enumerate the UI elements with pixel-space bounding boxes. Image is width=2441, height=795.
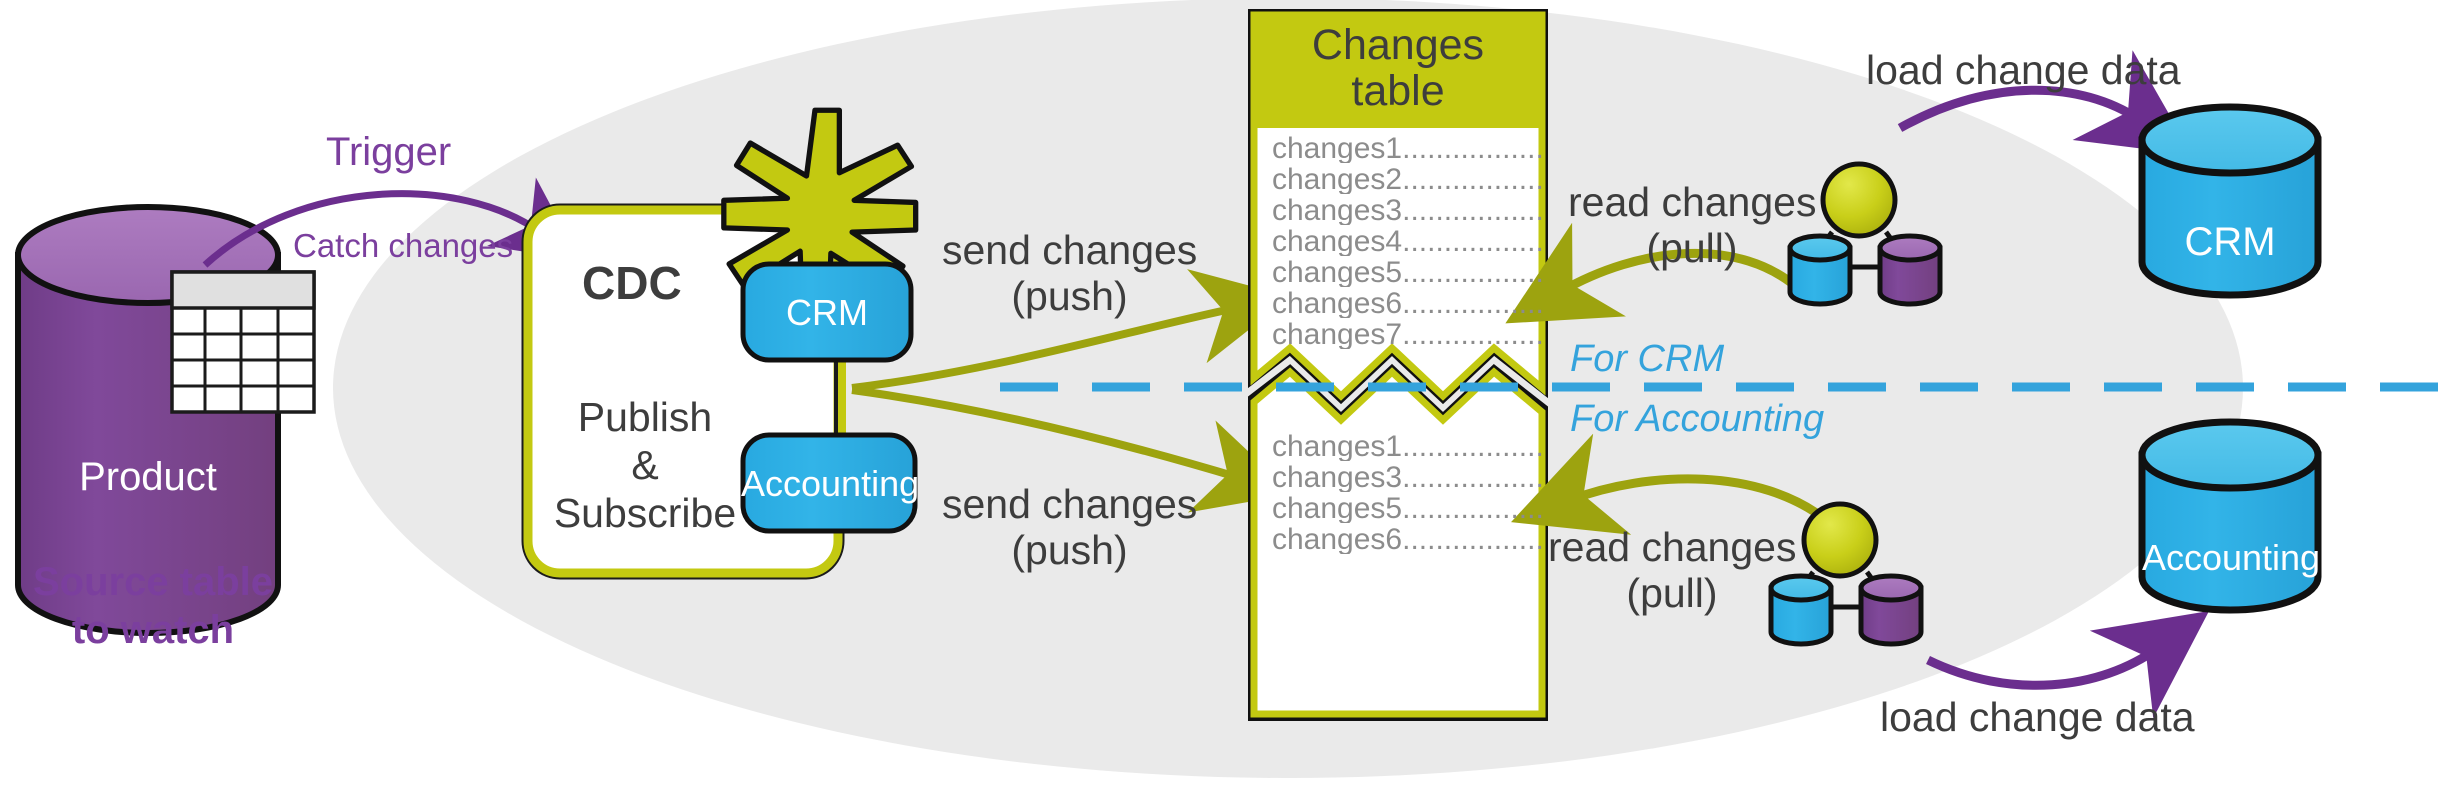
subscriber-label-accounting[interactable]: Accounting bbox=[741, 463, 920, 504]
trigger-label: Trigger bbox=[326, 130, 452, 174]
changes-row: changes1...................... bbox=[1272, 430, 1542, 461]
etl-agent-icon-crm bbox=[1787, 161, 1943, 307]
cdc-subtitle-line2: & bbox=[631, 442, 659, 488]
subscriber-label-crm[interactable]: CRM bbox=[786, 292, 868, 333]
subscriber-pill-crm bbox=[740, 261, 914, 363]
changes-row: changes3...................... bbox=[1272, 461, 1542, 492]
divider-label-accounting: For Accounting bbox=[1570, 398, 1825, 440]
send-changes-crm-line2: (push) bbox=[1011, 273, 1128, 319]
send-changes-accounting-arrow bbox=[851, 386, 1294, 513]
changes-row: changes2...................... bbox=[1272, 163, 1542, 194]
read-changes-accounting-line1: read changes bbox=[1548, 524, 1797, 570]
changes-row: changes6...................... bbox=[1272, 523, 1542, 554]
send-changes-crm-arrow bbox=[851, 269, 1291, 392]
send-changes-accounting-line2: (push) bbox=[1011, 527, 1128, 573]
send-changes-crm-line1: send changes bbox=[942, 227, 1198, 273]
etl-agent-icon-accounting bbox=[1768, 501, 1924, 647]
catch-changes-label: Catch changes bbox=[293, 227, 514, 264]
changes-row: changes1...................... bbox=[1272, 132, 1542, 163]
source-caption-line1: Source table bbox=[32, 560, 274, 604]
cdc-title: CDC bbox=[582, 257, 682, 309]
changes-rows-lower: changes1...................... changes3.… bbox=[1272, 430, 1542, 554]
changes-table-header-line1: Changes bbox=[1311, 21, 1485, 69]
load-change-data-crm-label: load change data bbox=[1866, 47, 2181, 93]
changes-row: changes4...................... bbox=[1272, 225, 1542, 256]
changes-row: changes5...................... bbox=[1272, 256, 1542, 287]
source-caption-line2: to watch bbox=[71, 608, 235, 652]
load-change-data-crm-arrow bbox=[1897, 50, 2193, 155]
changes-table-shape bbox=[1248, 9, 1548, 721]
changes-rows-upper: changes1...................... changes2.… bbox=[1272, 132, 1542, 349]
send-changes-accounting-line1: send changes bbox=[942, 481, 1198, 527]
cdc-subtitle-line3: Subscribe bbox=[553, 490, 737, 536]
source-table-grid-icon bbox=[170, 270, 316, 414]
changes-row: changes3...................... bbox=[1272, 194, 1542, 225]
target-database-crm bbox=[2138, 103, 2322, 299]
read-changes-crm-line2: (pull) bbox=[1646, 225, 1738, 271]
changes-row: changes7...................... bbox=[1272, 318, 1542, 349]
target-db-label-accounting: Accounting bbox=[2141, 537, 2321, 578]
cdc-subtitle-line1: Publish bbox=[577, 394, 713, 440]
target-database-accounting bbox=[2138, 418, 2322, 614]
read-changes-accounting-arrow bbox=[1511, 433, 1829, 535]
subscriber-pill-accounting bbox=[740, 432, 918, 534]
changes-row: changes6...................... bbox=[1272, 287, 1542, 318]
load-change-data-accounting-arrow bbox=[1926, 611, 2210, 719]
changes-row: changes5...................... bbox=[1272, 492, 1542, 523]
changes-table-header-line2: table bbox=[1351, 67, 1445, 115]
divider-label-crm: For CRM bbox=[1570, 338, 1725, 380]
read-changes-crm-arrow bbox=[1505, 222, 1804, 324]
source-db-label: Product bbox=[79, 455, 217, 499]
read-changes-crm-line1: read changes bbox=[1568, 179, 1817, 225]
trigger-arrow bbox=[202, 177, 580, 268]
read-changes-accounting-line2: (pull) bbox=[1626, 570, 1718, 616]
target-db-label-crm: CRM bbox=[2184, 220, 2276, 264]
load-change-data-accounting-label: load change data bbox=[1880, 694, 2195, 740]
